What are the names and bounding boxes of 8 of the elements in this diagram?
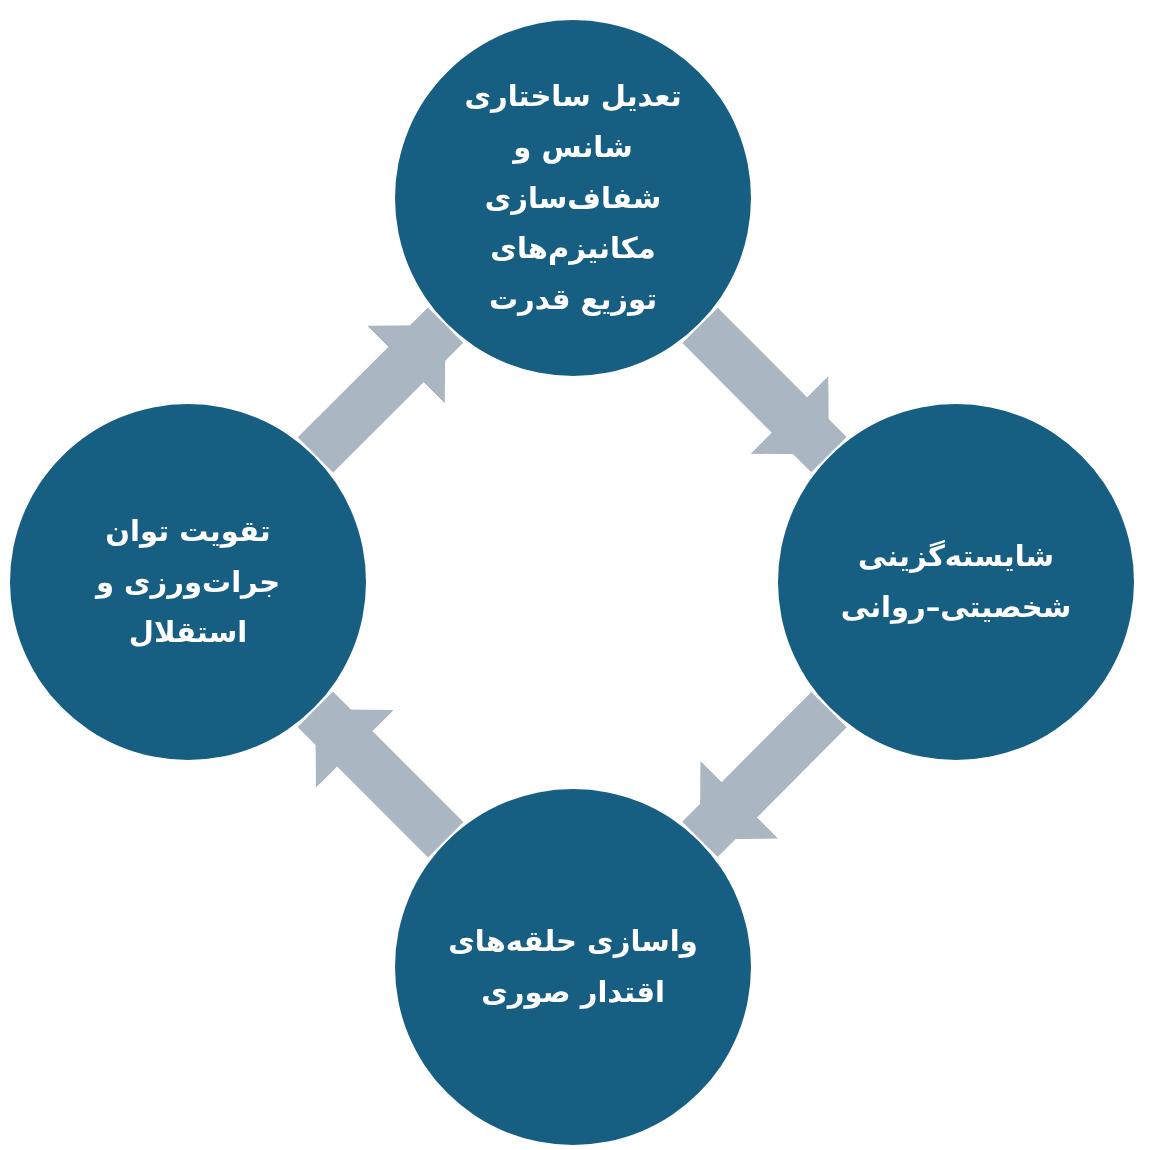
stage-label: تعدیل ساختاری شانس و شفاف‌سازی مکانیزم‌های توزیع قدرت bbox=[463, 78, 683, 319]
stage-label: شایسته‌گزینی شخصیتی–روانی bbox=[839, 538, 1073, 626]
stage-label: واسازی حلقه‌های اقتدار صوری bbox=[448, 923, 698, 1011]
block-arrow bbox=[297, 307, 464, 473]
block-arrow bbox=[682, 691, 847, 858]
block-arrow bbox=[297, 691, 464, 858]
stage-label: تقویت توان جرات‌ورزی و استقلال bbox=[93, 512, 282, 652]
block-arrow bbox=[682, 307, 847, 473]
